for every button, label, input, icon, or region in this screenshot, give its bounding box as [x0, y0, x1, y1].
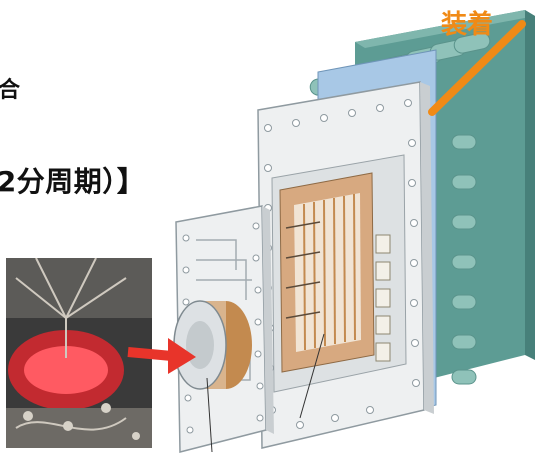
- text-fragment-period: /2分周期）】: [0, 165, 146, 198]
- electrode-window: [279, 172, 375, 373]
- connector-blocks: [375, 234, 391, 362]
- mount-label: 装着: [441, 10, 494, 40]
- leader-lines: [206, 333, 325, 453]
- orange-arrow-icon: [428, 20, 526, 116]
- apparatus-photo: [6, 258, 152, 448]
- cylindrical-insert: [173, 300, 252, 390]
- text-fragment-top: 合: [0, 78, 21, 103]
